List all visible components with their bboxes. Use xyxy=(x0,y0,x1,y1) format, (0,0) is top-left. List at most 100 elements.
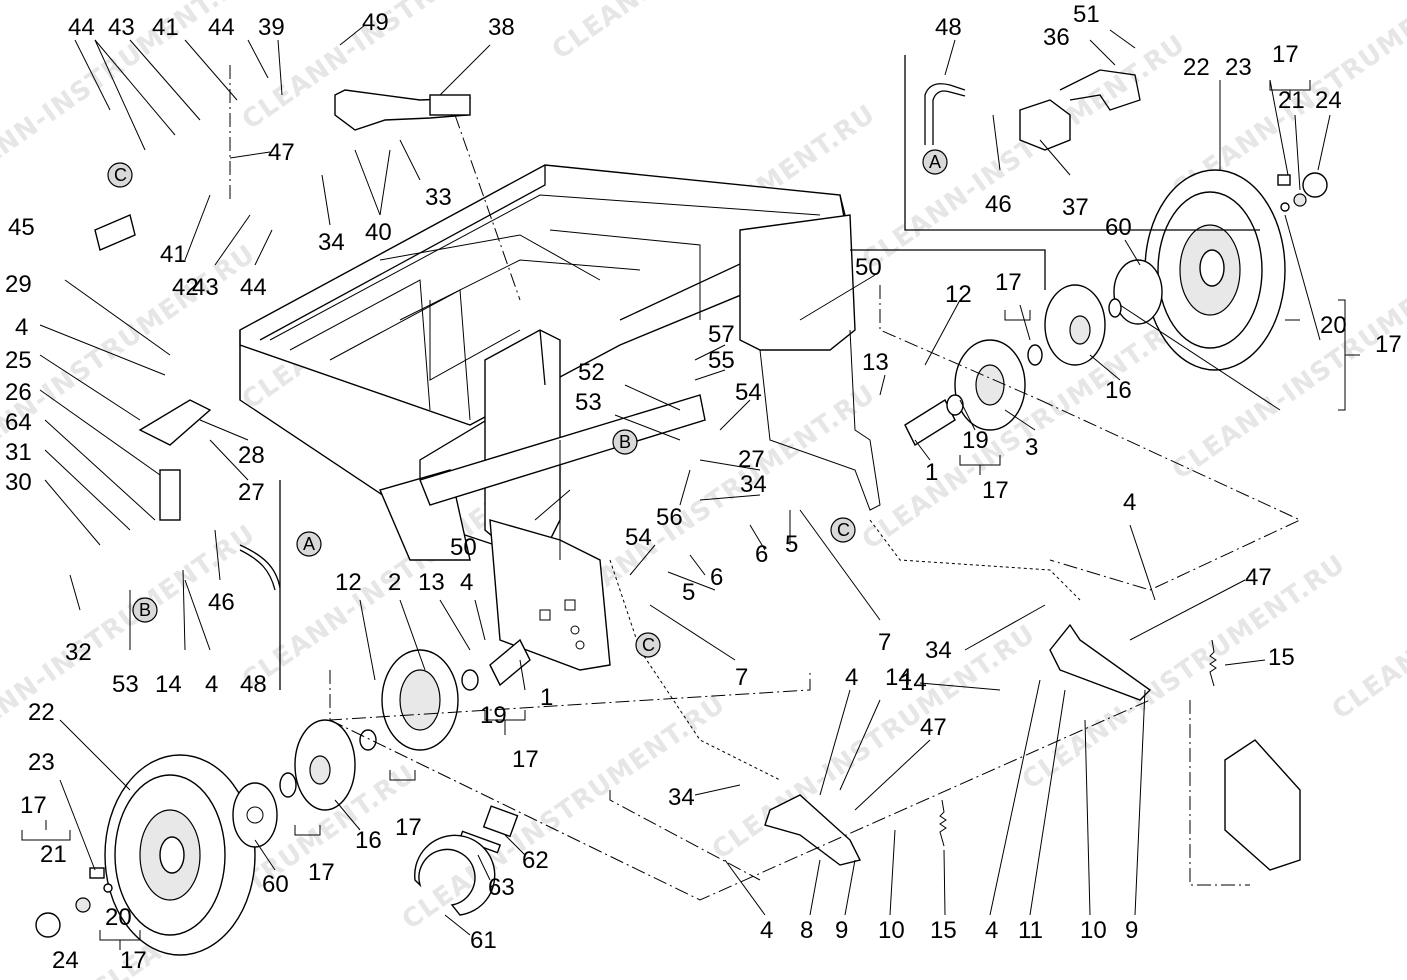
callout-52: 52 xyxy=(578,359,605,386)
callout-41-a: 41 xyxy=(152,14,179,41)
callout-23-a: 23 xyxy=(1225,54,1252,81)
watermark-text: CLEANN-INSTRUMENT.RU xyxy=(857,29,1191,276)
callout-9-a: 9 xyxy=(835,917,848,944)
callout-13-a: 13 xyxy=(862,349,889,376)
callout-22-a: 22 xyxy=(1183,54,1210,81)
callout-6-b: 6 xyxy=(710,564,723,591)
callout-17-c: 17 xyxy=(995,269,1022,296)
callout-21-a: 21 xyxy=(1278,87,1305,114)
callout-48-a: 48 xyxy=(240,671,267,698)
callout-24-a: 24 xyxy=(1315,87,1342,114)
callout-10-b: 10 xyxy=(1080,917,1107,944)
svg-text:C: C xyxy=(114,165,127,185)
callout-44-b: 44 xyxy=(208,14,235,41)
callout-17-g: 17 xyxy=(120,947,147,974)
group-brackets xyxy=(21,80,1360,950)
callout-13-b: 13 xyxy=(418,569,445,596)
callout-4-a: 4 xyxy=(15,314,28,341)
callout-4-b: 4 xyxy=(205,671,218,698)
callout-17-f: 17 xyxy=(20,792,47,819)
svg-text:C: C xyxy=(642,635,655,655)
callout-12-b: 12 xyxy=(335,569,362,596)
callout-26: 26 xyxy=(5,379,32,406)
callout-43-b: 43 xyxy=(192,274,219,301)
callout-17-h: 17 xyxy=(308,859,335,886)
leader-lines xyxy=(39,24,1331,936)
callout-6-a: 6 xyxy=(755,541,768,568)
callout-53-b: 53 xyxy=(575,389,602,416)
watermark-text: CLEANN-INSTRUMENT.RU xyxy=(0,239,261,486)
callout-62: 62 xyxy=(522,847,549,874)
callout-41-b: 41 xyxy=(160,241,187,268)
pedal-linkages xyxy=(94,69,1301,871)
callout-22-b: 22 xyxy=(28,699,55,726)
callout-24-b: 24 xyxy=(52,947,79,974)
callout-16-a: 16 xyxy=(1105,377,1132,404)
callout-4-d: 4 xyxy=(845,664,858,691)
callout-55: 55 xyxy=(708,347,735,374)
callout-36: 36 xyxy=(1043,24,1070,51)
callout-25: 25 xyxy=(5,347,32,374)
callout-34-b: 34 xyxy=(740,471,767,498)
callout-56: 56 xyxy=(656,504,683,531)
callout-12-a: 12 xyxy=(945,281,972,308)
callout-37: 37 xyxy=(1062,194,1089,221)
callout-4-e: 4 xyxy=(760,917,773,944)
callout-14-c: 14 xyxy=(900,669,927,696)
callout-17-a: 17 xyxy=(1272,41,1299,68)
callout-14-a: 14 xyxy=(155,671,182,698)
callout-11: 11 xyxy=(1018,917,1043,944)
callout-14-b: 14 xyxy=(885,664,912,691)
callout-4-f: 4 xyxy=(985,917,998,944)
callout-5-b: 5 xyxy=(682,579,695,606)
watermark-text: CLEANN-INSTRUMENT.RU xyxy=(707,619,1041,866)
callout-63: 63 xyxy=(488,874,515,901)
callout-30: 30 xyxy=(5,469,32,496)
callout-23-b: 23 xyxy=(28,749,55,776)
callout-47-c: 47 xyxy=(1245,564,1272,591)
callout-28: 28 xyxy=(238,442,265,469)
svg-text:B: B xyxy=(619,432,631,452)
watermark-text: CLEANN-INSTRUMENT.RU xyxy=(0,519,261,766)
callout-29: 29 xyxy=(5,271,32,298)
watermark-text: CLEANN-INSTRUMENT.RU xyxy=(857,309,1191,556)
callout-54-a: 54 xyxy=(735,379,762,406)
callout-7-a: 7 xyxy=(878,629,891,656)
callout-48-b: 48 xyxy=(935,14,962,41)
callout-47-a: 47 xyxy=(268,139,295,166)
construction-lines xyxy=(229,55,1302,901)
callout-42: 42 xyxy=(172,274,199,301)
callout-27-a: 27 xyxy=(238,479,265,506)
callout-33: 33 xyxy=(425,184,452,211)
callout-19-b: 19 xyxy=(480,702,507,729)
callout-34-a: 34 xyxy=(318,229,345,256)
callout-1-b: 1 xyxy=(540,684,553,711)
callout-numbers: 44 43 41 44 39 49 38 47 33 40 34 45 41 4… xyxy=(5,1,1402,974)
callout-44-c: 44 xyxy=(240,274,267,301)
callout-4-g: 4 xyxy=(1123,489,1136,516)
callout-46-b: 46 xyxy=(985,191,1012,218)
svg-text:A: A xyxy=(929,152,941,172)
callout-21-b: 21 xyxy=(40,841,67,868)
callout-43-a: 43 xyxy=(108,14,135,41)
callout-4-c: 4 xyxy=(460,569,473,596)
callout-44-a: 44 xyxy=(68,14,95,41)
left-wheel-assembly xyxy=(35,638,531,956)
callout-19-a: 19 xyxy=(962,427,989,454)
callout-32: 32 xyxy=(65,639,92,666)
callout-17-b: 17 xyxy=(1375,331,1402,358)
callout-53-a: 53 xyxy=(112,671,139,698)
callout-38: 38 xyxy=(488,14,515,41)
callout-49: 49 xyxy=(362,9,389,36)
callout-27-b: 27 xyxy=(738,446,765,473)
callout-2: 2 xyxy=(388,569,401,596)
svg-text:A: A xyxy=(303,534,315,554)
reference-bubbles: C A B A B C C xyxy=(107,149,948,658)
callout-60-a: 60 xyxy=(1105,214,1132,241)
callout-17-d: 17 xyxy=(982,477,1009,504)
callout-47-b: 47 xyxy=(920,714,947,741)
callout-50-a: 50 xyxy=(855,254,882,281)
callout-39: 39 xyxy=(258,14,285,41)
callout-15-b: 15 xyxy=(1268,644,1295,671)
